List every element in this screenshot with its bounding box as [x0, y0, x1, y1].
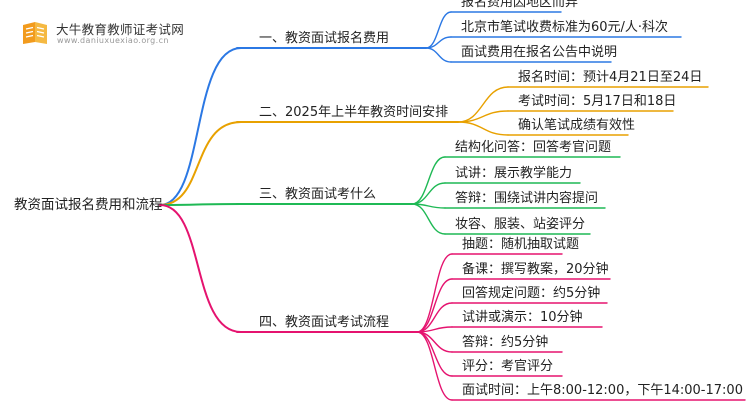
child-label: 结构化问答：回答考官问题: [455, 140, 612, 155]
logo-url: www.daniuxuexiao.org.cn: [57, 36, 169, 45]
root-topic: 教资面试报名费用和流程: [14, 197, 163, 213]
child-connector: [416, 278, 453, 333]
child-label: 妆容、服装、站姿评分: [455, 217, 586, 232]
branch-connector: [159, 204, 242, 333]
child-connector: [411, 182, 446, 205]
book-logo-icon: [23, 22, 47, 44]
child-label: 确认笔试成绩有效性: [518, 118, 636, 133]
child-connector: [416, 331, 453, 401]
child-connector: [411, 156, 446, 205]
site-logo: 大牛教育教师证考试网 www.daniuxuexiao.org.cn: [20, 18, 195, 48]
child-label: 答辩：围绕试讲内容提问: [455, 191, 599, 206]
child-connector: [411, 203, 446, 235]
child-label: 答辩：约5分钟: [462, 335, 549, 350]
branch-connector: [159, 121, 242, 206]
child-label: 北京市笔试收费标准为60元/人·科次: [461, 20, 669, 35]
branch-label: 二、2025年上半年教资时间安排: [259, 105, 449, 120]
child-label: 抽题：随机抽取试题: [462, 237, 580, 252]
branch-connector: [159, 47, 242, 206]
logo-title: 大牛教育教师证考试网: [56, 22, 185, 37]
child-connector: [425, 47, 452, 63]
child-label: 试讲或演示：10分钟: [462, 310, 583, 325]
child-connector: [416, 331, 453, 377]
branch-label: 三、教资面试考什么: [259, 187, 377, 202]
child-connector: [457, 121, 509, 136]
child-label: 评分：考官评分: [462, 359, 554, 374]
branch-label: 一、教资面试报名费用: [259, 31, 390, 46]
child-label: 面试费用在报名公告中说明: [461, 45, 618, 60]
branch-label: 四、教资面试考试流程: [259, 315, 390, 330]
branch-connector: [159, 203, 242, 206]
child-connector: [416, 302, 453, 333]
child-connector: [416, 253, 453, 333]
child-label: 回答规定问题：约5分钟: [462, 286, 601, 301]
child-label: 试讲：展示教学能力: [455, 166, 573, 181]
child-label: 备课：撰写教案，20分钟: [462, 262, 609, 277]
child-label: 报名费用因地区而异: [461, 0, 579, 10]
child-label: 报名时间：预计4月21日至24日: [518, 70, 703, 85]
child-label: 面试时间：上午8:00-12:00，下午14:00-17:00: [462, 383, 743, 398]
child-connector: [425, 11, 452, 49]
child-label: 考试时间：5月17日和18日: [518, 94, 677, 109]
